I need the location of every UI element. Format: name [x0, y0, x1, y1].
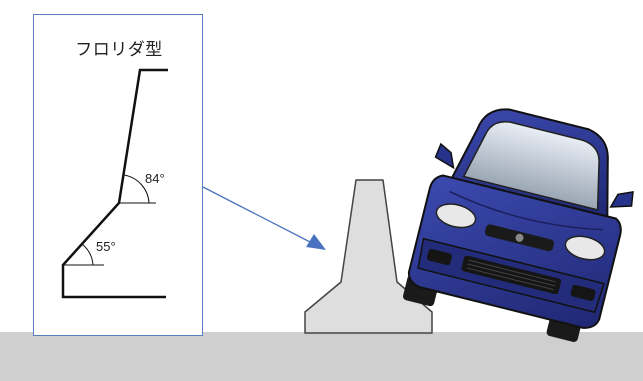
profile-drawing [61, 68, 168, 299]
car-illustration [403, 108, 634, 342]
angle-arc-upper [123, 174, 150, 204]
angle-label-lower: 55° [96, 239, 116, 254]
profile-title: フロリダ型 [75, 40, 163, 59]
angle-arc-lower [81, 243, 94, 266]
angle-label-upper: 84° [145, 171, 165, 186]
pointer-arrow [202, 186, 326, 250]
concrete-barrier [304, 179, 433, 334]
profile-inset-box: フロリダ型 84° 55° [33, 14, 203, 336]
ground-surface [0, 332, 643, 381]
profile-outline [61, 68, 168, 299]
